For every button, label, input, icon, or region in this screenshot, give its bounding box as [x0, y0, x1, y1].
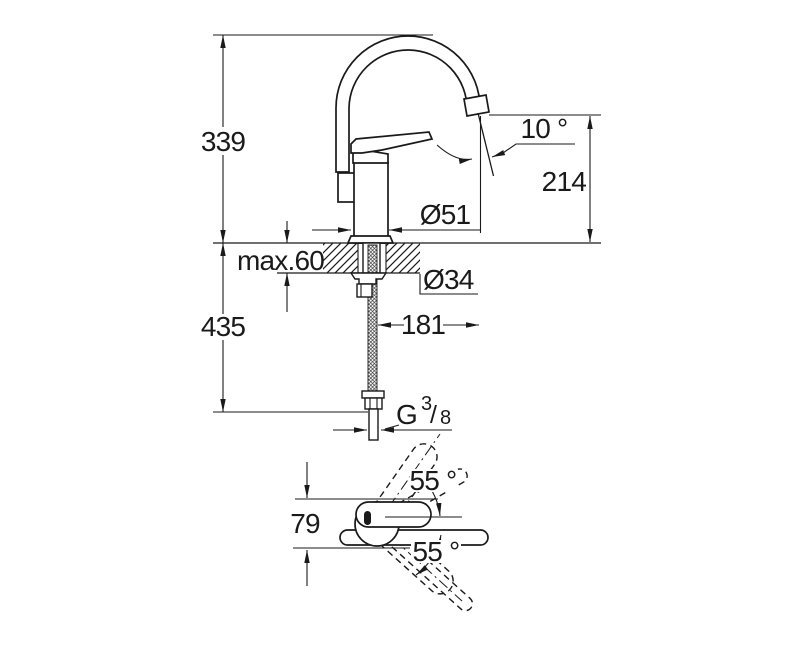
dim-g38-label-sub: 8: [440, 407, 451, 429]
dim-max60-label: max.60: [237, 245, 324, 276]
mounting-washer-flange: [349, 272, 388, 285]
spout-angle-callout: 10 °: [436, 112, 575, 233]
counter-hatch-right: [386, 243, 420, 273]
side-view: 10 ° 339 435 max.60 Ø51: [201, 34, 601, 441]
dim-10deg-label: 10 °: [521, 113, 568, 144]
faucet-side-body: [335, 35, 490, 244]
under-counter-hardware: [349, 242, 388, 441]
dim-max60: max.60: [237, 221, 325, 312]
lever-pivot-slot: [364, 511, 371, 525]
dim-g38-label-g: G: [396, 399, 417, 430]
dim-55-down-label: 55 °: [413, 536, 460, 567]
dim-d51: Ø51: [312, 199, 480, 233]
angle-leader-line: [491, 143, 575, 158]
top-view-faucet: [339, 501, 489, 547]
dim-d34-label: Ø34: [423, 264, 474, 295]
dim-181-label: 181: [401, 309, 446, 340]
centerline-up: [376, 433, 441, 525]
dim-d34: Ø34: [419, 264, 478, 295]
hose-fitting-collar: [361, 390, 385, 399]
connection-tube: [368, 408, 379, 441]
dim-79: 79: [290, 462, 438, 586]
dim-g38-label-sup: 3: [421, 393, 432, 415]
dim-214-label: 214: [542, 166, 587, 197]
top-view: 55 ° 55 ° 79: [290, 433, 489, 612]
swivel-angles: 55 ° 55 °: [410, 465, 461, 576]
dim-214: 214: [542, 116, 593, 242]
braided-supply-hose: [367, 244, 378, 393]
dim-79-label: 79: [290, 508, 320, 539]
hose-fitting-nut: [364, 397, 383, 410]
faucet-body-column: [353, 161, 389, 244]
dim-d34-leader: [419, 274, 478, 295]
dim-55-up-label: 55 °: [410, 465, 457, 496]
dim-d51-label: Ø51: [420, 199, 471, 230]
dim-435: 435: [201, 243, 246, 412]
dim-g38: G 3 / 8: [333, 393, 452, 433]
mounting-stud-nut: [356, 283, 373, 298]
counter-hatch-left: [323, 243, 358, 273]
dim-g38-label-slash: /: [430, 401, 437, 429]
base-flange: [346, 235, 395, 244]
lever-handle-blade: [350, 131, 434, 154]
dim-181: 181: [378, 309, 479, 340]
countertop-section: [213, 242, 601, 274]
angle-arc-arrow: [436, 144, 473, 165]
dim-435-label: 435: [201, 311, 246, 342]
spout-outlet-aerator: [463, 94, 490, 117]
dim-339: 339: [201, 35, 246, 243]
dim-g38-leader: [384, 424, 400, 430]
label-bg-down: [411, 540, 461, 563]
water-stream-line: [477, 112, 495, 177]
label-bg-up: [410, 469, 458, 492]
dim-339-label: 339: [201, 126, 246, 157]
